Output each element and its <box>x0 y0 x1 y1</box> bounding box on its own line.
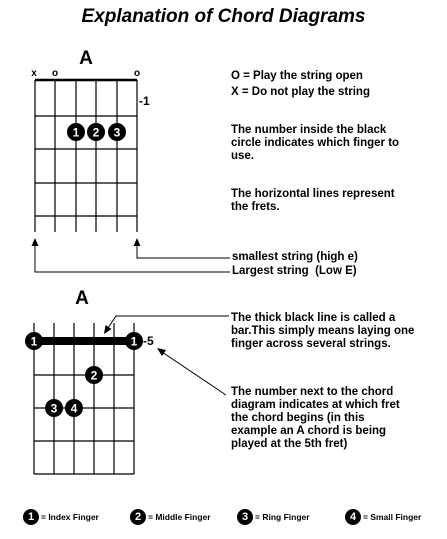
chord2-finger-dot <box>65 399 83 417</box>
finger-number-explanation: The number inside the black circle indic… <box>231 124 400 162</box>
chord2-finger-dot <box>85 366 103 384</box>
string-pointer-arrows <box>34 244 230 273</box>
chord2-fretboard <box>33 323 135 475</box>
explanation-arrows <box>107 315 229 396</box>
chord1-string-marker-mute: x <box>31 68 37 79</box>
chord2-finger-label: 1 <box>131 335 138 349</box>
chord2-name: A <box>75 288 89 309</box>
chord2-finger-dot <box>125 332 143 350</box>
legend-label: = Index Finger <box>41 512 99 522</box>
arrowheads <box>31 238 141 246</box>
legend-label: = Small Finger <box>363 512 422 522</box>
finger-number-badge: 1 <box>23 509 39 525</box>
barre-explanation: The thick black line is called a bar.Thi… <box>231 312 415 350</box>
chord1-fret-label: -1 <box>139 94 150 108</box>
legend-item-ring: 3 = Ring Finger <box>237 508 310 526</box>
fret-number-explanation: The number next to the chord diagram ind… <box>231 386 400 450</box>
chord1-string-marker-open: o <box>134 68 140 79</box>
legend-open-text: O = Play the string open <box>231 70 363 82</box>
legend-label: = Ring Finger <box>255 512 310 522</box>
fret-lines-explanation: The horizontal lines represent the frets… <box>231 188 395 213</box>
smallest-string-label: smallest string (high e) <box>232 251 358 263</box>
chord2-finger-label: 3 <box>51 402 58 416</box>
chord2-fret-label: -5 <box>143 334 154 348</box>
barre-line <box>34 337 134 345</box>
chord1-finger-label: 2 <box>93 126 100 140</box>
chord1-finger-label: 1 <box>73 126 80 140</box>
arrowhead <box>104 325 112 334</box>
chord1-finger-dot <box>87 123 105 141</box>
finger-number-badge: 4 <box>345 509 361 525</box>
chord2-finger-label: 2 <box>91 369 98 383</box>
arrowhead <box>157 348 166 356</box>
largest-string-label: Largest string (Low E) <box>232 265 357 277</box>
legend-item-middle: 2 = Middle Finger <box>130 508 211 526</box>
finger-number-badge: 3 <box>237 509 253 525</box>
chord2-finger-dot <box>45 399 63 417</box>
chord1-name: A <box>79 48 93 69</box>
legend-mute-text: X = Do not play the string <box>231 86 370 98</box>
chord1-finger-dot <box>108 123 126 141</box>
chord2-finger-label: 4 <box>71 402 78 416</box>
page-title: Explanation of Chord Diagrams <box>81 6 366 27</box>
chord1-fretboard <box>34 78 138 232</box>
chord1-finger-dot <box>67 123 85 141</box>
finger-number-badge: 2 <box>130 509 146 525</box>
legend-item-small: 4 = Small Finger <box>345 508 421 526</box>
chord1-string-marker-open: o <box>52 68 58 79</box>
chord1-finger-label: 3 <box>114 126 121 140</box>
chord2-finger-label: 1 <box>31 335 38 349</box>
chord2-finger-dot <box>25 332 43 350</box>
legend-label: = Middle Finger <box>148 512 211 522</box>
legend-item-index: 1 = Index Finger <box>23 508 99 526</box>
